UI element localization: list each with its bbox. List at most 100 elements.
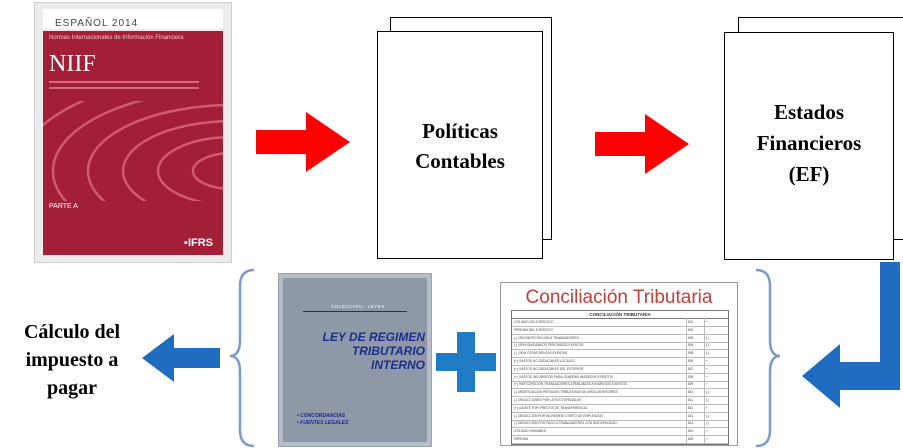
plus-icon <box>436 332 496 392</box>
ley-book-bullet-2: • FUENTES LEGALES <box>297 420 349 426</box>
conciliation-row-label: (-) 100% OTRAS RENTAS EXENTAS <box>514 351 568 356</box>
niif-book-title: NIIF <box>49 51 96 77</box>
ley-book-bullets: • CONCORDANCIAS • FUENTES LEGALES <box>297 413 348 427</box>
conciliation-row-sign: (-) <box>706 390 710 395</box>
conciliation-row-sign: = <box>706 429 708 434</box>
conciliation-row-sign: (-) <box>706 398 710 402</box>
ley-book-collection-label: COLECCIÓN - LEYES <box>331 304 385 309</box>
niif-book-cover: ESPAÑOL 2014 Normas Internacionales de I… <box>34 2 232 263</box>
conciliation-row-code: 807 <box>688 366 694 371</box>
conciliation-row-sign: (-) <box>706 351 710 356</box>
tax-calc-line3: pagar <box>47 377 97 399</box>
conciliation-row-code: 819 <box>688 429 694 434</box>
conciliation-row-code: 809 <box>688 382 694 387</box>
conciliation-row-code: 810 <box>688 390 694 395</box>
conciliation-row-code: 812 <box>688 405 694 410</box>
ley-book-bullet-1: • CONCORDANCIAS <box>297 413 346 419</box>
statements-doc: Estados Financieros (EF) <box>724 32 894 260</box>
conciliation-row-code: 814 <box>688 421 694 426</box>
ley-book-rule <box>303 311 407 312</box>
policies-doc-line2: Contables <box>415 149 505 173</box>
ley-regimen-tributario-book: COLECCIÓN - LEYES LEY DE REGIMEN TRIBUTA… <box>278 273 432 447</box>
conciliation-row: (+) GASTOS NO DEDUCIBLES DEL EXTERIOR 807… <box>512 366 728 374</box>
conciliation-row-code: 802 <box>688 327 694 332</box>
niif-book-red-panel: Normas Internacionales de Información Fi… <box>43 31 223 255</box>
conciliation-row-code: 805 <box>688 351 694 356</box>
red-arrow-1 <box>256 112 350 172</box>
niif-book-year: ESPAÑOL 2014 <box>55 18 139 29</box>
conciliation-row: (-) DEDUCCIÓN POR PAGO A TRABAJADORES CO… <box>512 420 728 429</box>
tax-calc-line1: Cálculo del <box>23 321 121 343</box>
conciliation-row: (+) PARTICIPACIÓN TRABAJADORES ATRIBUIBL… <box>512 381 728 390</box>
ley-book-title-line3: INTERNO <box>371 358 425 372</box>
conciliation-row-code: 804 <box>688 343 694 348</box>
conciliation-row: UTILIDAD DEL EJERCICIO 801 + <box>512 319 728 327</box>
red-arrow-2 <box>595 114 689 174</box>
statements-doc-line3: (EF) <box>788 162 830 186</box>
conciliation-row-label: (+) GASTOS NO DEDUCIBLES LOCALES <box>514 359 575 363</box>
conciliation-row-label: PÉRDIDA DEL EJERCICIO <box>514 327 553 332</box>
niif-book-swirl-graphic <box>43 101 223 201</box>
conciliation-row: (-) 100% OTRAS RENTAS EXENTAS 805 (-) <box>512 350 728 359</box>
conciliation-row-label: (-) DEDUCCIONES POR LEYES ESPECIALES <box>514 398 582 402</box>
tax-calc-line2: impuesto a <box>25 349 119 371</box>
tax-calculation-label: Cálculo del impuesto a pagar <box>6 318 138 402</box>
niif-book-header: ESPAÑOL 2014 <box>43 9 223 29</box>
conciliation-row: (-) AMORTIZACIÓN PÉRDIDAS TRIBUTARIAS DE… <box>512 389 728 398</box>
conciliation-row-sign: (-) <box>706 413 710 418</box>
niif-book-rule <box>49 81 199 83</box>
conciliation-row-label: (-) AMORTIZACIÓN PÉRDIDAS TRIBUTARIAS DE… <box>514 390 618 395</box>
conciliation-title: Conciliación Tributaria <box>525 287 713 308</box>
ifrs-logo: ▪IFRS <box>184 237 213 249</box>
conciliation-row-code: 803 <box>688 335 694 340</box>
left-brace <box>229 268 255 448</box>
conciliation-row-label: (+) GASTOS INCURRIDOS PARA GENERAR INGRE… <box>514 374 613 379</box>
statements-doc-line2: Financieros <box>756 131 862 155</box>
conciliation-row: (+) GASTOS INCURRIDOS PARA GENERAR INGRE… <box>512 374 728 382</box>
conciliation-row-sign: + <box>706 405 708 410</box>
conciliation-row-sign: (-) <box>706 421 710 426</box>
conciliation-row: (-) 100% DIVIDENDOS PERCIBIDOS EXENTOS 80… <box>512 342 728 351</box>
ley-book-title-line1: LEY DE REGIMEN <box>322 330 425 344</box>
policies-doc-line1: Políticas <box>422 119 498 143</box>
conciliation-row-label: (-) 100% DIVIDENDOS PERCIBIDOS EXENTOS <box>514 343 584 348</box>
conciliation-row-label: (-) DEDUCCIÓN POR PAGO A TRABAJADORES CO… <box>514 421 617 426</box>
niif-book-rule <box>49 87 199 89</box>
right-brace <box>755 268 781 448</box>
conciliation-row-label: UTILIDAD GRAVABLE <box>514 429 547 434</box>
conciliation-row-code: 808 <box>688 374 694 379</box>
conciliation-row-sign: + <box>706 359 708 363</box>
conciliation-row-label: (-) DEDUCCIÓN POR INCREMENTO NETO DE EMP… <box>514 413 604 418</box>
conciliation-row: UTILIDAD GRAVABLE 819 = <box>512 428 728 437</box>
niif-book-part-label: PARTE A <box>49 203 78 210</box>
ley-book-cover: COLECCIÓN - LEYES LEY DE REGIMEN TRIBUTA… <box>283 278 427 442</box>
conciliation-row-label: (+) PARTICIPACIÓN TRABAJADORES ATRIBUIBL… <box>514 382 628 387</box>
policies-doc: Políticas Contables <box>377 31 543 259</box>
conciliation-row-sign: (-) <box>706 343 710 348</box>
ifrs-brand-text: IFRS <box>187 237 213 249</box>
blue-corner-arrow <box>802 262 900 408</box>
conciliation-row-sign: + <box>706 374 708 379</box>
ley-book-title-line2: TRIBUTARIO <box>351 344 425 358</box>
conciliation-row: (-) DEDUCCIÓN POR INCREMENTO NETO DE EMP… <box>512 413 728 421</box>
conciliation-row-code: 813 <box>688 413 694 418</box>
conciliation-table-header: CONCILIACIÓN TRIBUTARIA <box>512 311 728 319</box>
conciliation-row-label: (+) GASTOS NO DEDUCIBLES DEL EXTERIOR <box>514 366 584 371</box>
conciliation-row: (+) AJUSTE POR PRECIOS DE TRANSFERENCIA 8… <box>512 405 728 413</box>
conciliation-row-sign: + <box>706 320 708 324</box>
conciliation-row-label: (+) AJUSTE POR PRECIOS DE TRANSFERENCIA <box>514 405 588 410</box>
conciliation-row-code: 801 <box>688 320 694 324</box>
conciliation-row-label: (-) 15% PARTICIPACIÓN A TRABAJADORES <box>514 335 579 340</box>
conciliation-row-sign: - <box>706 327 708 332</box>
ley-book-title: LEY DE REGIMEN TRIBUTARIO INTERNO <box>291 330 425 372</box>
conciliation-row: (-) 15% PARTICIPACIÓN A TRABAJADORES 803 (… <box>512 335 728 343</box>
conciliation-row-code: 829 <box>688 437 694 441</box>
blue-left-arrow <box>142 334 220 382</box>
conciliation-row-sign: (-) <box>706 335 710 340</box>
conciliation-row: PÉRDIDA DEL EJERCICIO 802 - <box>512 327 728 335</box>
niif-book-subtitle: Normas Internacionales de Información Fi… <box>49 35 184 41</box>
conciliation-row-label: UTILIDAD DEL EJERCICIO <box>514 320 554 324</box>
